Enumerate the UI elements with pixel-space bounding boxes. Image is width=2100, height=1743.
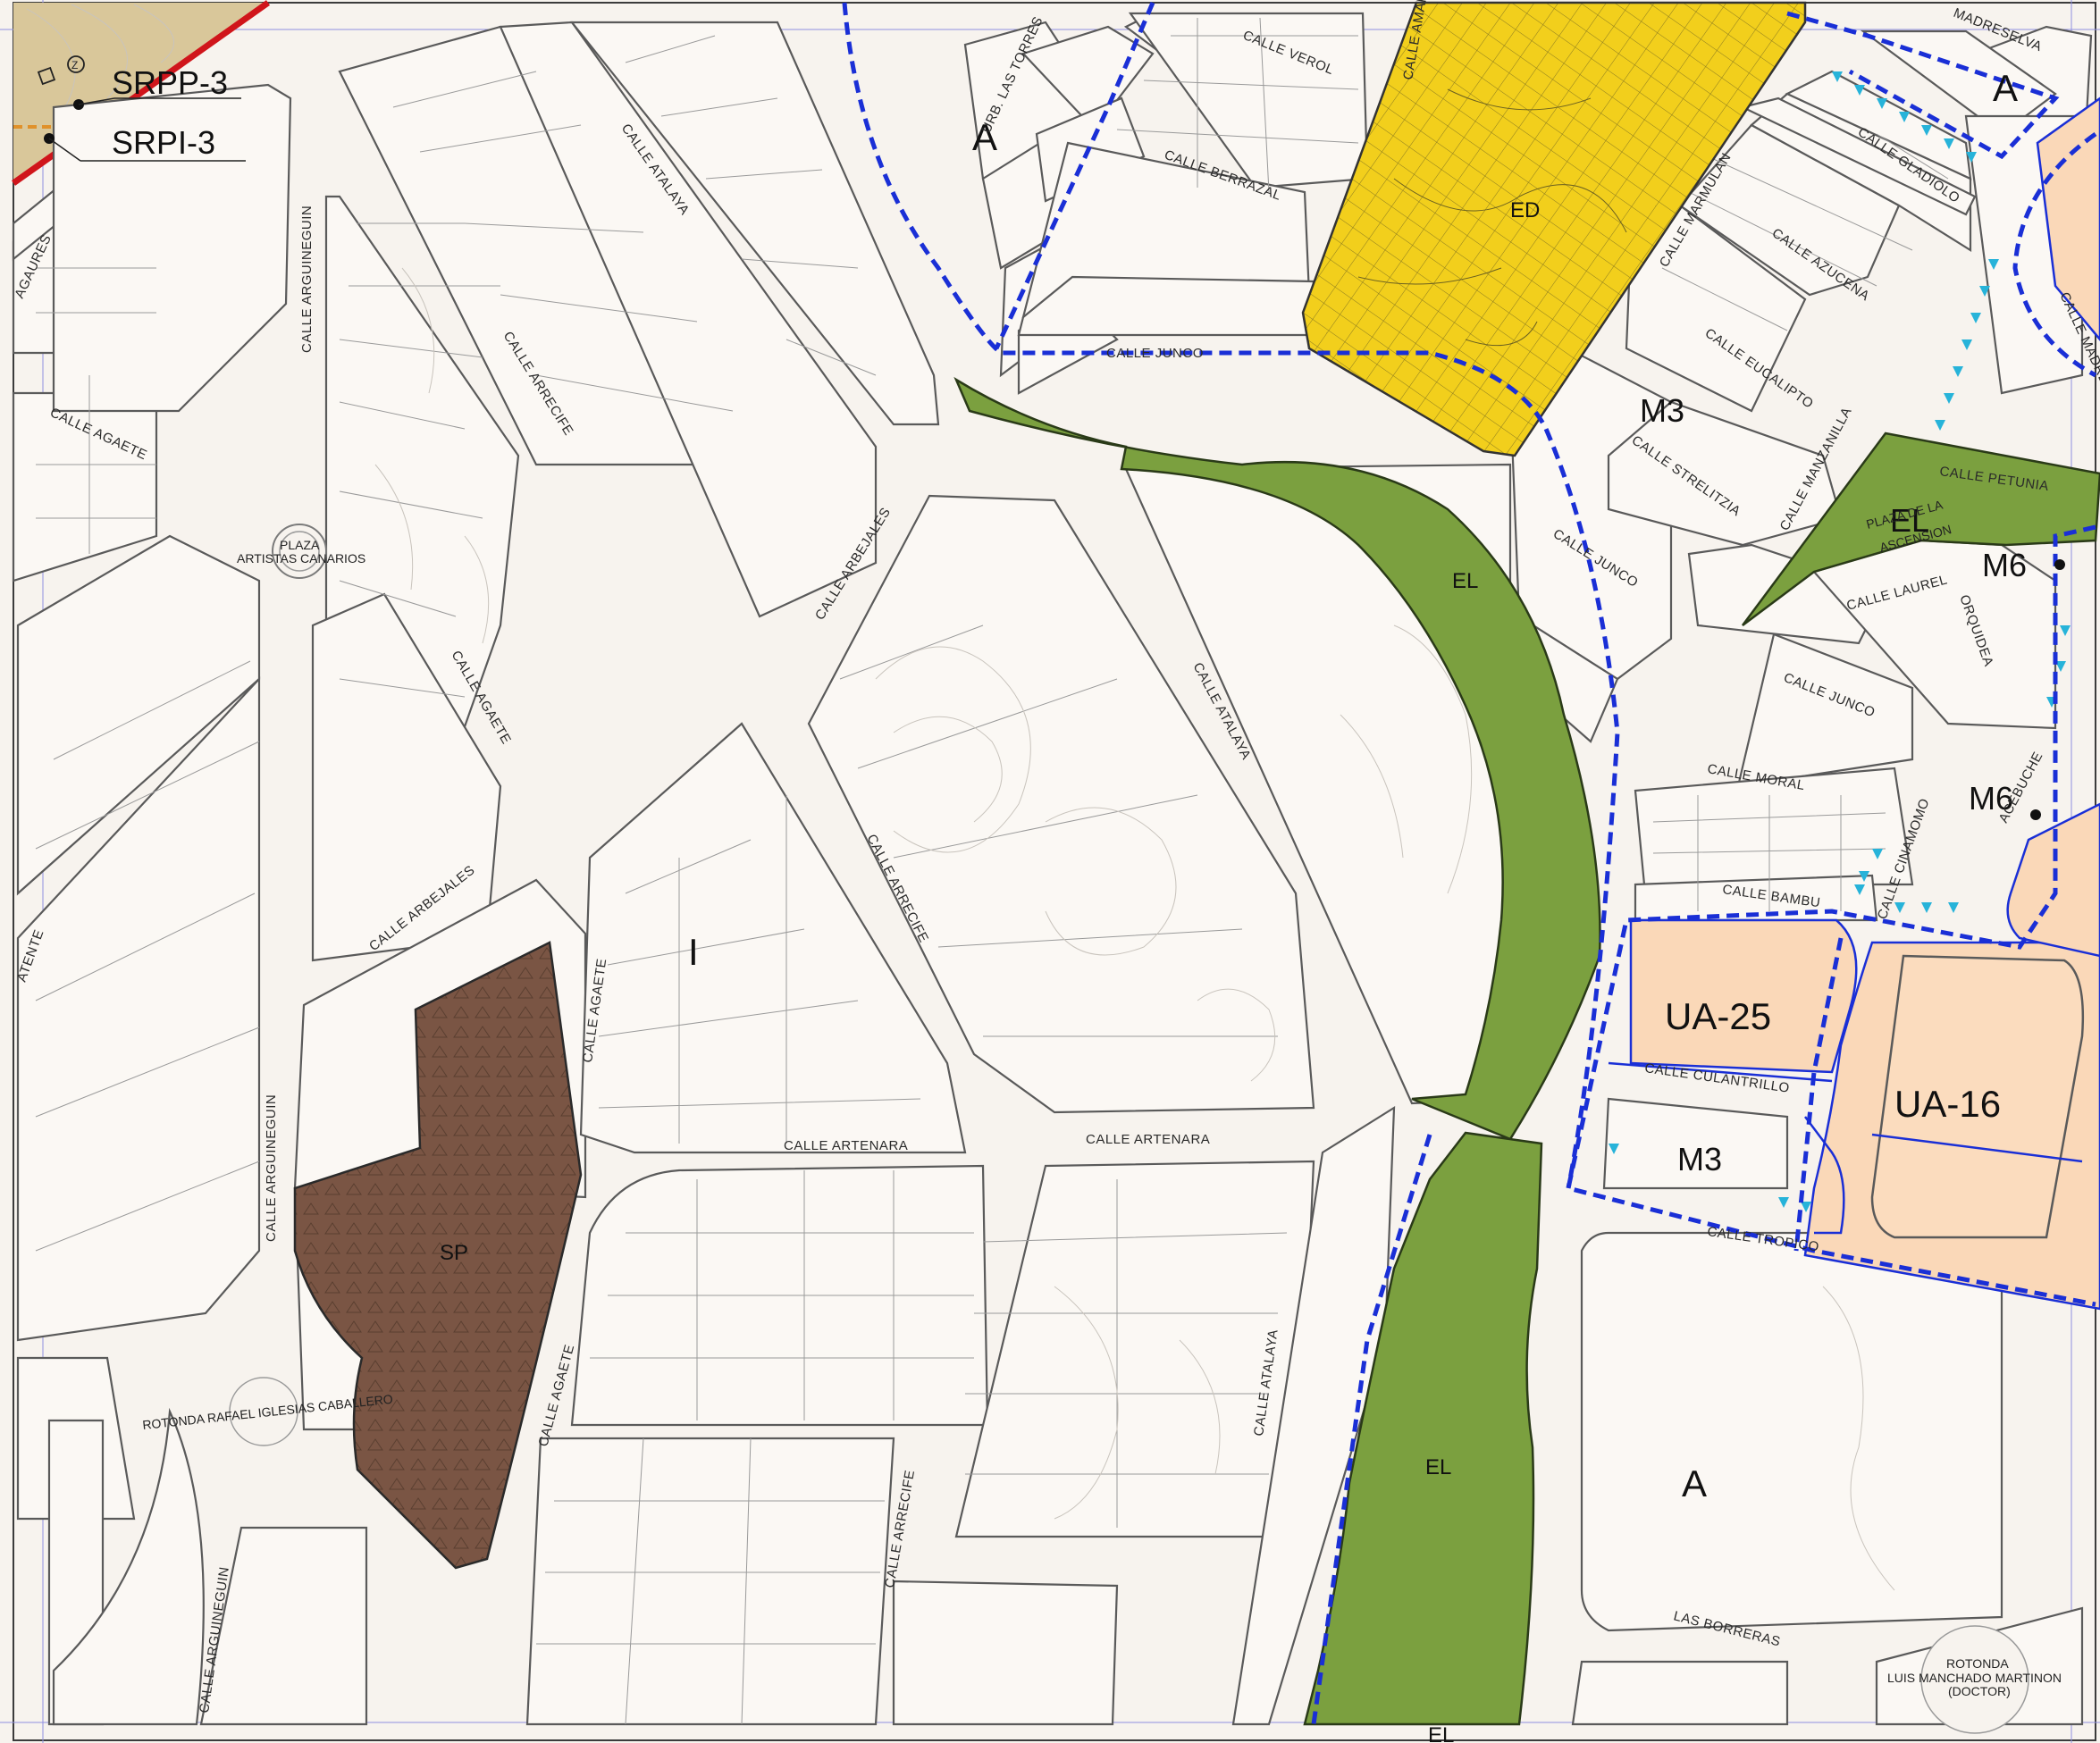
- zone-orange-east-upper: [2036, 96, 2100, 341]
- zone-ua-25-area: [1629, 918, 1858, 1074]
- street-junco-1: CALLE JUNCO: [1106, 346, 1204, 361]
- ed-contours: [1357, 88, 1627, 347]
- city-blocks: [12, 12, 2093, 1726]
- blue-line-ua: [1608, 1061, 1845, 1235]
- protection-marks: [1609, 71, 2071, 1212]
- blue-boundary-south: [1311, 1134, 1432, 1725]
- zone-label-el-plaza: EL: [1890, 502, 1929, 539]
- legend-srpi-3: SRPI-3: [112, 124, 215, 161]
- zone-labels: ED EL EL EL EL SP I A A A M3 M3 M6 M6 UA…: [440, 67, 2027, 1743]
- m6-marker-dot: [2054, 559, 2065, 570]
- legend-markers: Z SRPP-3 SRPI-3: [37, 55, 2065, 820]
- plaza-artistas-label: PLAZA: [280, 538, 320, 552]
- zone-label-el-south: EL: [1425, 1455, 1451, 1479]
- roundabout-artistas-inner: [279, 531, 320, 572]
- blue-line-ua-16: [1871, 1133, 2083, 1163]
- blue-boundary-east-1: [1786, 11, 2060, 160]
- roundabout-luis: [1920, 1625, 2029, 1734]
- zone-sp-area: [293, 941, 583, 1570]
- zone-label-m6-lower: M6: [1969, 780, 2013, 817]
- zone-label-a-east: A: [1993, 67, 2018, 109]
- street-arguineguin-2: CALLE ARGUINEGUIN: [264, 1094, 279, 1242]
- zone-label-m3-south: M3: [1677, 1141, 1722, 1177]
- zone-label-i: I: [688, 931, 699, 973]
- zone-label-ua-25: UA-25: [1665, 995, 1771, 1037]
- street-artenara-1: CALLE ARTENARA: [784, 1138, 908, 1153]
- blue-boundary-east-3: [1566, 524, 2096, 1307]
- ua-16-inner-block: [1870, 954, 2085, 1239]
- zone-el-strip-north: [953, 376, 1601, 1141]
- zone-el-plaza: [1741, 432, 2100, 626]
- zone-label-a-north: A: [972, 116, 997, 158]
- parcel-lines: [35, 17, 1949, 1725]
- blue-boundary-north: [842, 2, 1620, 1189]
- legend-square-icon: [37, 66, 56, 86]
- zone-label-el-north: EL: [1452, 569, 1478, 593]
- zone-label-ed: ED: [1510, 198, 1540, 222]
- rotonda-luis-label: LUIS MANCHADO MARTINON: [1887, 1671, 2062, 1685]
- zone-el-strip-south: [1303, 1131, 1543, 1726]
- roundabout-artistas: [272, 524, 327, 579]
- rotonda-luis-label: ROTONDA: [1946, 1656, 2009, 1671]
- zone-label-sp: SP: [440, 1241, 468, 1265]
- legend-srpp-3: SRPP-3: [112, 64, 228, 101]
- street-artenara-2: CALLE ARTENARA: [1086, 1132, 1210, 1147]
- blue-boundary-east-2: [2012, 131, 2097, 378]
- zone-ed-area: [1301, 1, 1807, 457]
- rotonda-luis-label: (DOCTOR): [1948, 1684, 2011, 1698]
- legend-leader-line: [48, 138, 81, 162]
- legend-circle-symbol: Z: [71, 59, 78, 71]
- zone-label-m3-north: M3: [1640, 392, 1684, 429]
- zone-label-ua-16: UA-16: [1894, 1083, 2001, 1125]
- blue-boundary-ua: [1793, 937, 1844, 1252]
- zone-label-a-south: A: [1682, 1462, 1707, 1504]
- m6-marker-dot: [2030, 809, 2041, 820]
- street-arguineguin-1: CALLE ARGUINEGUIN: [299, 205, 315, 353]
- zone-label-m6-upper: M6: [1982, 547, 2027, 583]
- legend-leader-line: [78, 97, 115, 105]
- legend-circle-icon: [67, 55, 85, 73]
- plaza-artistas-label: ARTISTAS CANARIOS: [237, 551, 365, 566]
- roundabout-rafael: [229, 1377, 298, 1446]
- zone-label-el-bottom: EL: [1428, 1723, 1454, 1743]
